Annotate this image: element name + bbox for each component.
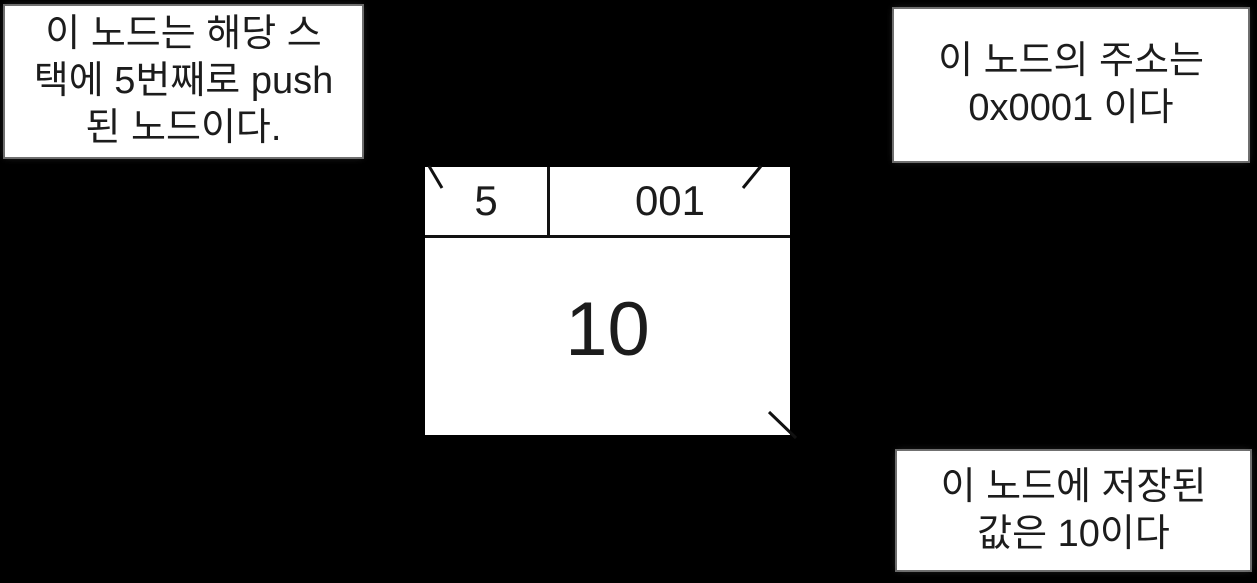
callout-push-order-line-2: 택에 5번째로 push bbox=[33, 60, 334, 102]
callout-push-order: 이 노드는 해당 스 택에 5번째로 push 된 노드이다. bbox=[5, 6, 362, 157]
node-address-cell: 001 bbox=[634, 177, 706, 224]
callout-stored-value-line-2: 값은 10이다 bbox=[977, 512, 1170, 555]
callout-stored-value-line-1: 이 노드에 저장된 bbox=[940, 465, 1207, 508]
stack-node: 5 001 10 bbox=[425, 167, 790, 435]
node-value-cell: 10 bbox=[565, 287, 650, 372]
callout-address-line-2: 0x0001 이다 bbox=[968, 87, 1174, 129]
callout-address-line-1: 이 노드의 주소는 bbox=[938, 40, 1204, 82]
callout-push-order-line-1: 이 노드는 해당 스 bbox=[45, 13, 322, 55]
callout-stored-value: 이 노드에 저장된 값은 10이다 bbox=[897, 451, 1250, 570]
callout-push-order-line-3: 된 노드이다. bbox=[85, 107, 282, 149]
callout-address: 이 노드의 주소는 0x0001 이다 bbox=[894, 9, 1248, 161]
stack-node-header: 5 001 bbox=[425, 167, 790, 238]
node-push-order-cell: 5 bbox=[425, 167, 550, 235]
